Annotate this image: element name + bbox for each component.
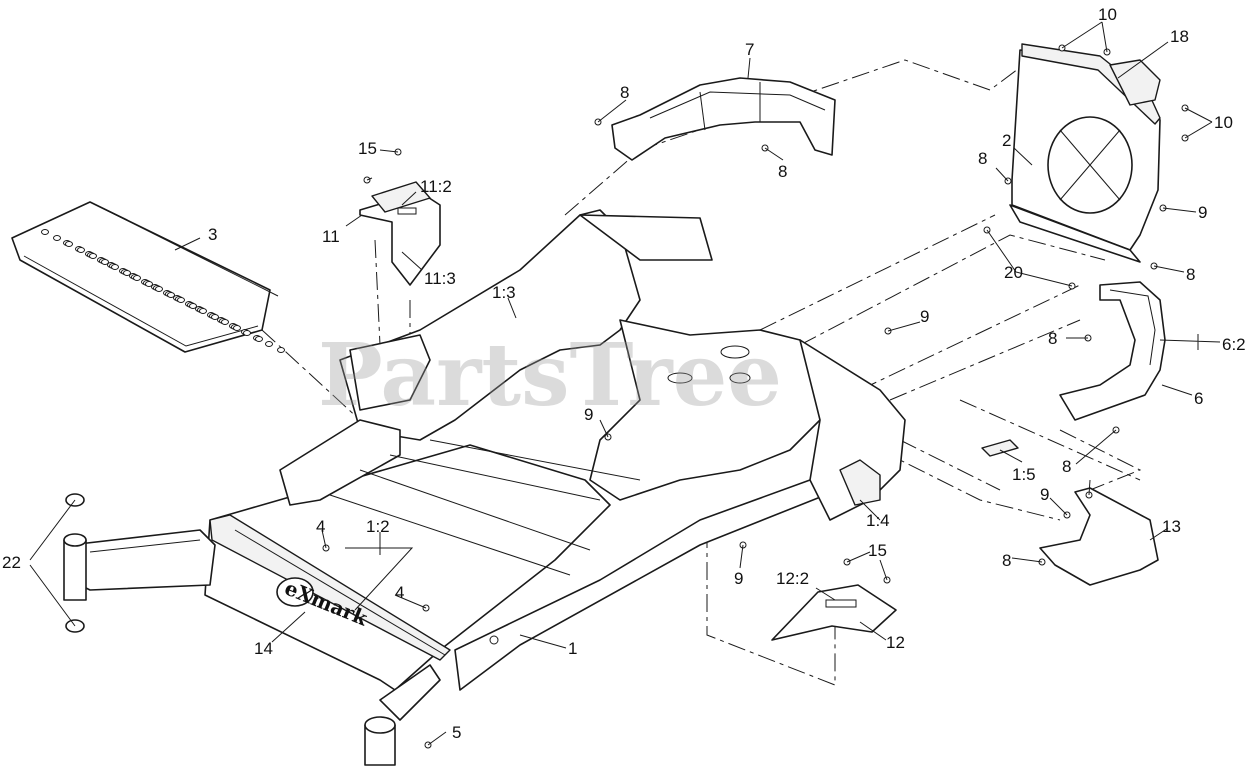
perforation-hole <box>167 292 175 298</box>
step-plate-13-part <box>1039 487 1159 586</box>
callout-label: 8 <box>1002 551 1011 570</box>
perforation-hole <box>53 235 61 241</box>
callout-label: 8 <box>1186 265 1195 284</box>
callout-label: 4 <box>395 583 404 602</box>
plate-12-part <box>771 584 897 641</box>
callout-label: 3 <box>208 225 217 244</box>
perforation-hole <box>41 229 49 235</box>
perforation-hole <box>243 330 251 336</box>
callout-label: 8 <box>620 83 629 102</box>
callout-label: 6 <box>1194 389 1203 408</box>
watermark-text: PartsTree <box>318 325 782 426</box>
callout-label: 1:5 <box>1012 465 1036 484</box>
perforation-hole <box>265 341 273 347</box>
rear-bumper-part <box>1059 281 1166 421</box>
perforation-hole <box>101 259 109 265</box>
callout-label: 12:2 <box>776 569 809 588</box>
callout-label: 18 <box>1170 27 1189 46</box>
callout-label: 11:2 <box>420 177 452 196</box>
perforation-hole <box>155 286 163 292</box>
callout-label: 11:3 <box>424 269 456 288</box>
callout-label: 1:3 <box>492 283 516 302</box>
callout-label: 7 <box>745 40 754 59</box>
perforation-hole <box>133 275 141 281</box>
rear-shield-part <box>1009 43 1161 263</box>
callout-label: 10 <box>1098 5 1117 24</box>
callout-label: 4 <box>316 517 325 536</box>
perforation-hole <box>211 314 219 320</box>
bracket-11-part <box>359 181 441 286</box>
perforation-hole <box>111 264 119 270</box>
callout-labels: 10 18 7 10 8 2 8 9 15 11:2 8 3 11 11:3 1… <box>2 5 1246 742</box>
perforation-hole <box>65 241 73 247</box>
perforation-hole <box>145 281 153 287</box>
callout-label: 14 <box>254 639 273 658</box>
callout-label: 10 <box>1214 113 1233 132</box>
callout-label: 1:2 <box>366 517 390 536</box>
callout-label: 11 <box>322 227 340 246</box>
perforation-hole <box>233 325 241 331</box>
fender-bracket-7-part <box>611 77 836 161</box>
main-frame-part <box>204 209 906 691</box>
callout-label: 13 <box>1162 517 1181 536</box>
perforation-hole <box>199 308 207 314</box>
callout-label: 8 <box>778 162 787 181</box>
callout-label: 15 <box>868 541 887 560</box>
leader-lines <box>29 21 1221 746</box>
callout-label: 5 <box>452 723 461 742</box>
floor-plate-part <box>11 201 285 353</box>
caster-tube-part <box>364 664 441 766</box>
callout-label: 9 <box>1040 485 1049 504</box>
callout-label: 12 <box>886 633 905 652</box>
perforation-hole <box>255 336 263 342</box>
callout-label: 8 <box>1048 329 1057 348</box>
callout-label: 15 <box>358 139 377 158</box>
callout-label: 9 <box>584 405 593 424</box>
decal-1-5-part <box>981 439 1019 457</box>
callout-label: 6:2 <box>1222 335 1246 354</box>
callout-label: 9 <box>920 307 929 326</box>
perforation-hole <box>89 253 97 259</box>
perforation-hole <box>177 297 185 303</box>
perforation-hole <box>77 247 85 253</box>
callout-label: 1 <box>568 639 577 658</box>
callout-label: 1:4 <box>866 511 890 530</box>
callout-label: 9 <box>734 569 743 588</box>
callout-label: 20 <box>1004 263 1023 282</box>
perforation-hole <box>189 303 197 309</box>
callout-label: 8 <box>1062 457 1071 476</box>
callout-label: 8 <box>978 149 987 168</box>
perforation-hole <box>123 270 131 276</box>
front-axle-part <box>63 493 216 633</box>
perforation-hole <box>221 319 229 325</box>
callout-label: 2 <box>1002 131 1011 150</box>
callout-label: 9 <box>1198 203 1207 222</box>
perforation-hole <box>277 347 285 353</box>
callout-label: 22 <box>2 553 21 572</box>
